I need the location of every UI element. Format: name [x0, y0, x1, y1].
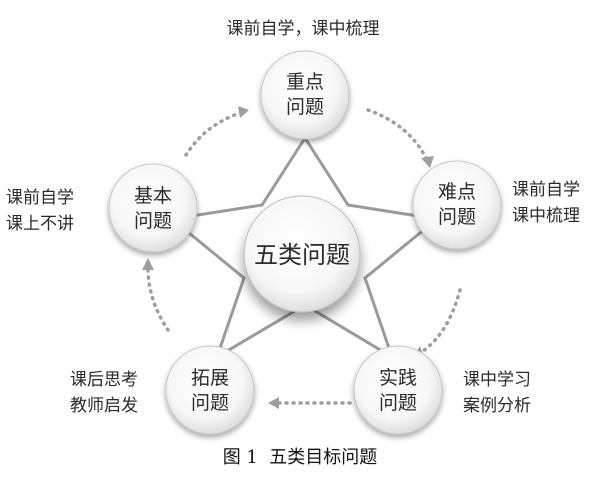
arrowhead-extension — [268, 397, 279, 409]
note-left-line2: 课上不讲 — [6, 214, 74, 234]
note-top: 课前自学，课中梳理 — [227, 19, 380, 39]
note-bottom-right-line2: 案例分析 — [463, 396, 531, 416]
arrow-key-to-hard — [366, 108, 429, 162]
node-hard: 难点 问题 — [412, 160, 502, 250]
node-extension: 拓展 问题 — [165, 345, 255, 435]
node-key: 重点 问题 — [260, 50, 350, 140]
node-key-line2: 问题 — [286, 96, 324, 118]
node-practice: 实践 问题 — [353, 345, 443, 435]
node-hard-line2: 问题 — [438, 206, 476, 228]
arrow-hard-to-practice — [418, 288, 462, 355]
node-practice-line2: 问题 — [379, 392, 417, 414]
node-basic-line1: 基本 — [134, 185, 172, 207]
arrowhead-basic — [142, 258, 154, 270]
arrow-extension-to-basic — [146, 266, 170, 332]
node-practice-line1: 实践 — [379, 367, 417, 389]
node-hard-line1: 难点 — [438, 181, 476, 203]
arrow-basic-to-key — [184, 111, 242, 157]
note-right-line2: 课中梳理 — [512, 206, 580, 226]
figure-caption: 图 1 五类目标问题 — [223, 447, 378, 468]
note-bottom-right-line1: 课中学习 — [463, 370, 531, 390]
cycle-arrows — [146, 108, 462, 405]
node-key-line1: 重点 — [286, 71, 324, 93]
center-label: 五类问题 — [254, 241, 350, 269]
note-bottom-left-line2: 教师启发 — [70, 396, 138, 416]
node-basic-line2: 问题 — [134, 210, 172, 232]
arrowhead-key — [238, 106, 249, 118]
note-left-line1: 课前自学 — [6, 188, 74, 208]
note-bottom-left-line1: 课后思考 — [70, 370, 138, 390]
node-basic: 基本 问题 — [108, 163, 198, 253]
center-node: 五类问题 — [243, 195, 361, 313]
arrowhead-hard — [421, 156, 434, 168]
node-extension-line2: 问题 — [191, 392, 229, 414]
node-extension-line1: 拓展 — [191, 367, 229, 389]
note-right-line1: 课前自学 — [512, 180, 580, 200]
